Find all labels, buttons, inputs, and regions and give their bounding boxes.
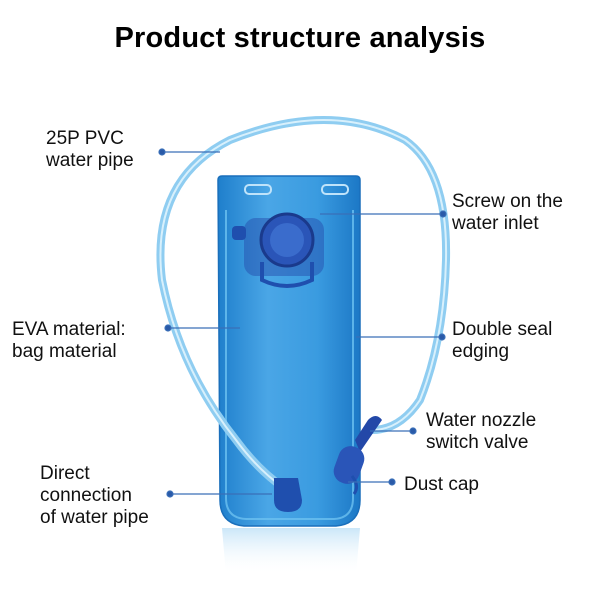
bladder-bag: [217, 175, 361, 527]
seal-edge-line: [225, 210, 354, 520]
page-title: Product structure analysis: [114, 22, 486, 54]
bag-reflection: [222, 528, 360, 575]
screw-cap-icon: [232, 212, 324, 288]
nozzle-valve-icon: [333, 416, 382, 495]
hang-slot-right: [321, 184, 349, 195]
hang-slot-left: [244, 184, 272, 195]
leader-lines: [158, 148, 447, 498]
pipe-connector-icon: [274, 478, 302, 512]
label-dust-cap: Dust cap: [404, 474, 479, 495]
label-eva-material: EVA material:bag material: [12, 319, 126, 362]
